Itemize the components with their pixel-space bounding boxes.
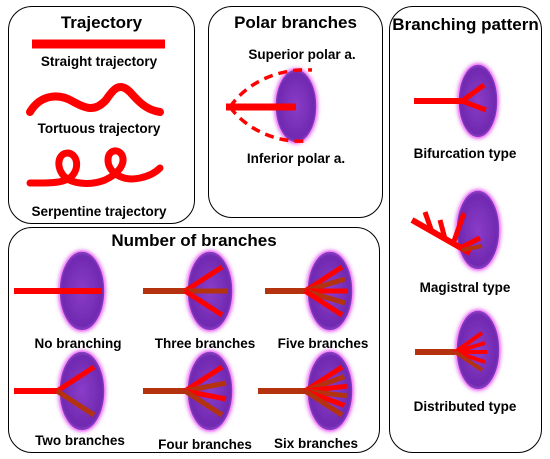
bifurcation-branch-upper — [460, 82, 486, 104]
number-of-branches-title: Number of branches — [111, 231, 277, 250]
trajectory-title: Trajectory — [60, 13, 143, 32]
magistral-branch-5 — [461, 244, 483, 252]
branch-cell-branch — [184, 380, 227, 394]
branch-cell-branch — [183, 288, 224, 318]
bifurcation-type-label: Bifurcation type — [413, 146, 517, 161]
branch-cell-1 — [143, 250, 234, 332]
inferior-polar-label: Inferior polar a. — [246, 151, 346, 166]
branch-cell-label: Three branches — [154, 336, 256, 351]
branch-cell-2 — [265, 250, 354, 332]
magistral-organ — [455, 189, 501, 271]
polar-branches-title: Polar branches — [234, 13, 357, 32]
branch-cell-branch — [184, 388, 227, 402]
branch-cell-branch — [303, 388, 344, 418]
branch-cell-label: Five branches — [277, 336, 369, 351]
branch-cell-4 — [143, 350, 234, 432]
serpentine-trajectory-label: Serpentine trajectory — [31, 204, 167, 219]
serpentine-trajectory-artery — [26, 147, 164, 187]
branch-cell-0 — [14, 250, 106, 332]
magistral-branch-3 — [450, 212, 467, 245]
inferior-polar-artery — [228, 105, 306, 143]
magistral-branch-4 — [458, 235, 482, 251]
branch-cell-label: Four branches — [158, 437, 252, 452]
branch-cell-branch — [55, 364, 96, 394]
straight-trajectory-label: Straight trajectory — [40, 54, 158, 69]
magistral-branch-1 — [422, 211, 435, 233]
distributed-branch-5 — [453, 350, 484, 372]
polar-branches-panel — [208, 6, 383, 218]
branch-cell-organ — [58, 350, 106, 432]
bifurcation-branch-lower — [461, 98, 487, 113]
number-of-branches-graphics — [14, 250, 354, 432]
branching-pattern-title: Branching pattern — [392, 15, 539, 34]
tortuous-trajectory-artery — [26, 83, 164, 116]
tortuous-trajectory-label: Tortuous trajectory — [37, 121, 161, 136]
branch-cell-label: No branching — [34, 336, 122, 351]
branch-cell-branch — [183, 264, 224, 294]
branch-cell-branch — [183, 388, 224, 418]
branch-cell-branch — [55, 388, 96, 418]
branch-cell-branch — [303, 288, 344, 318]
branch-cell-branch — [183, 364, 224, 394]
branch-cell-label: Six branches — [273, 436, 359, 451]
magistral-type-label: Magistral type — [419, 280, 511, 295]
superior-polar-artery — [228, 68, 313, 109]
distributed-type-label: Distributed type — [413, 399, 517, 414]
branch-cell-3 — [14, 350, 106, 432]
branch-cell-label: Two branches — [35, 433, 125, 448]
branch-cell-5 — [258, 350, 354, 432]
magistral-branch-2 — [437, 219, 448, 240]
superior-polar-label: Superior polar a. — [248, 47, 356, 62]
